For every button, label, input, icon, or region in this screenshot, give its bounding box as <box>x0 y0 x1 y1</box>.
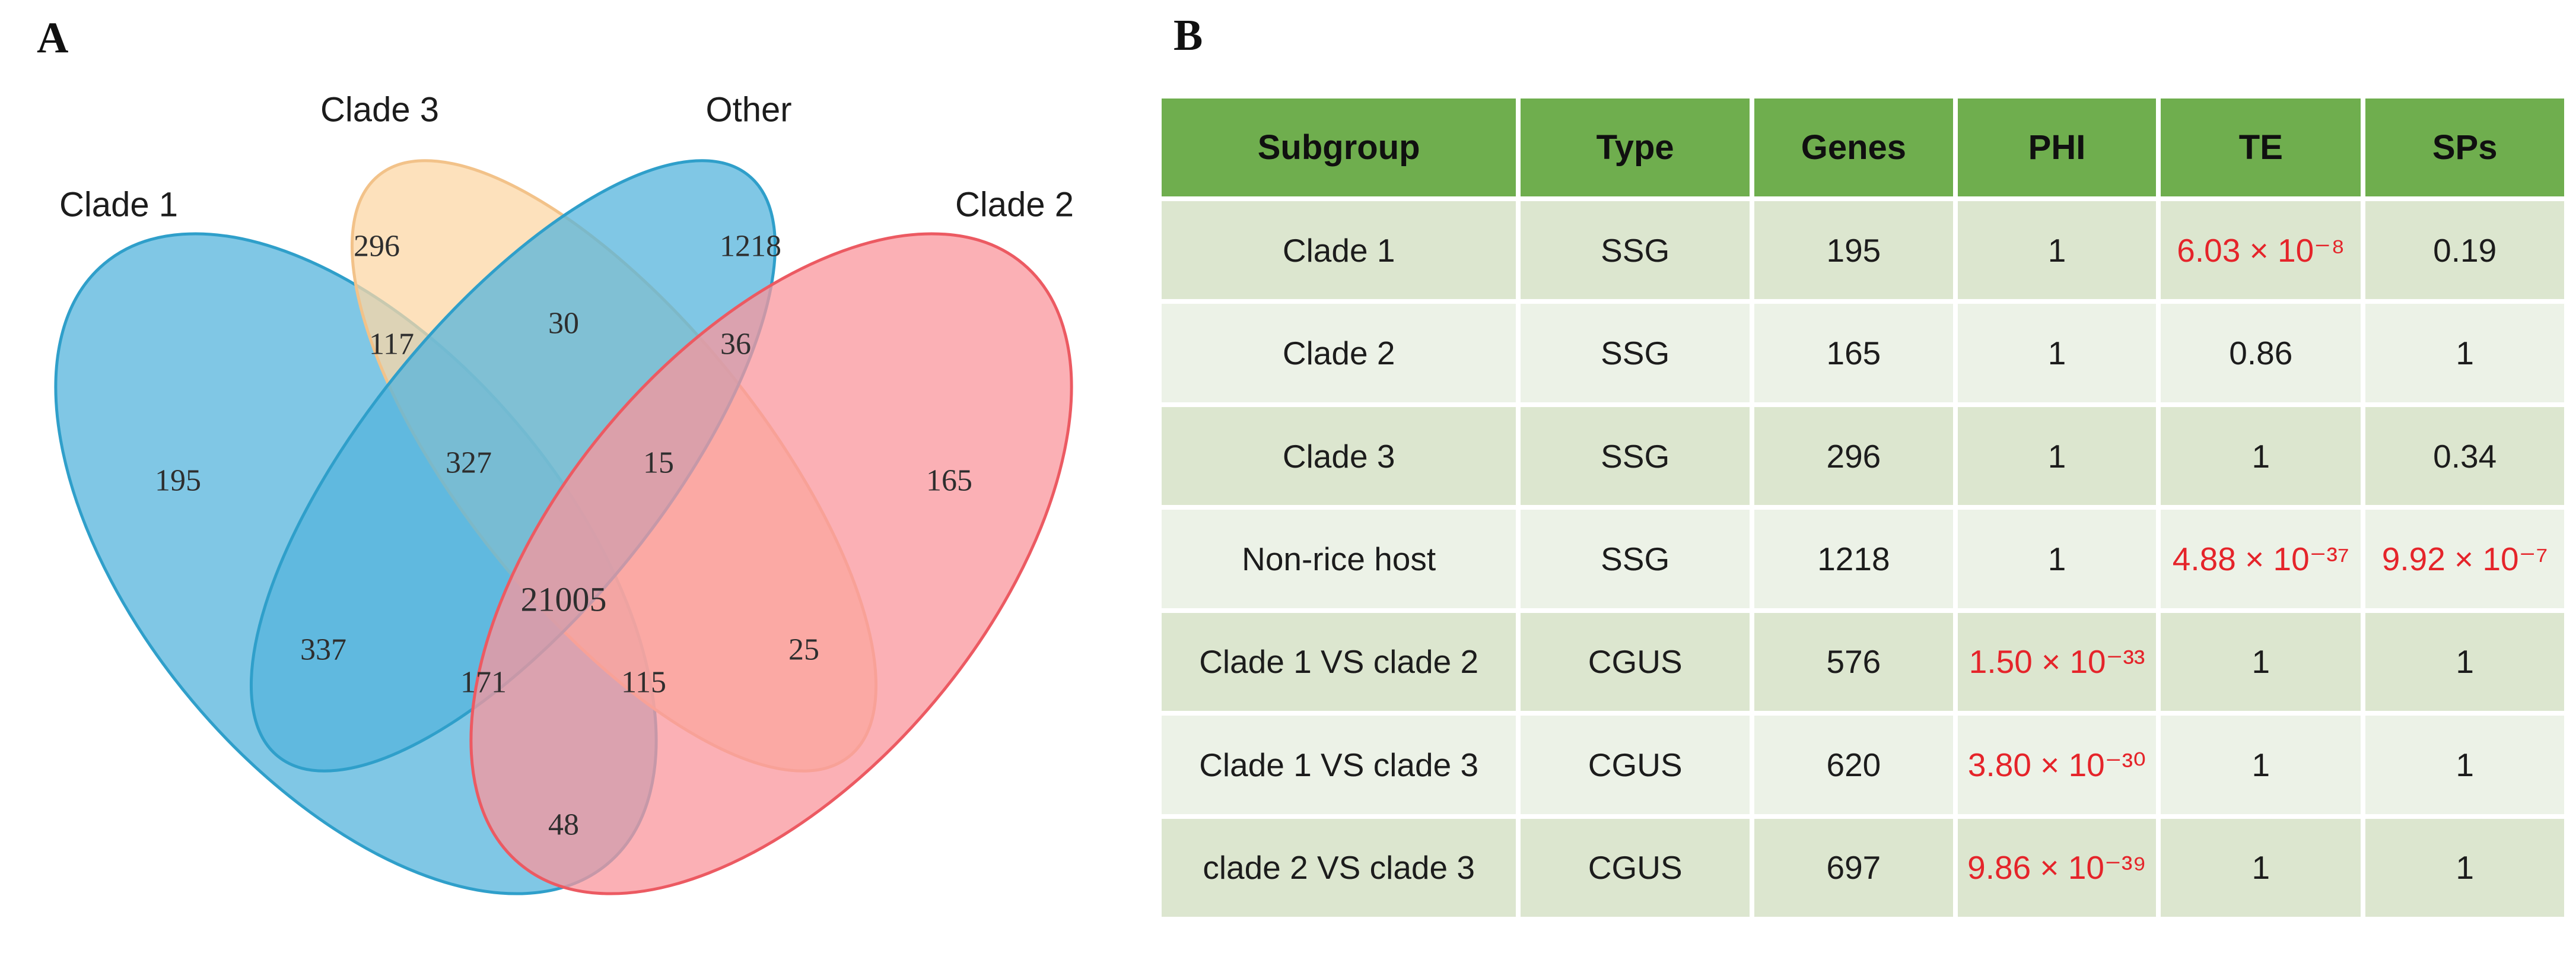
cell-phi: 1 <box>1957 406 2157 506</box>
table-row-clade2: Clade 2 SSG 165 1 0.86 1 <box>1162 304 2564 402</box>
cell-phi-significant: 3.80 × 10⁻³⁰ <box>1957 716 2157 814</box>
cell-sps: 1 <box>2365 304 2564 402</box>
cell-te-significant: 6.03 × 10⁻⁸ <box>2161 201 2361 300</box>
table-header: Subgroup Type Genes PHI TE SPs <box>1162 99 2564 196</box>
cell-type: CGUS <box>1521 818 1750 917</box>
table-row-clade1-vs-clade3: Clade 1 VS clade 3 CGUS 620 3.80 × 10⁻³⁰… <box>1162 716 2564 814</box>
cell-genes: 697 <box>1754 818 1953 917</box>
venn-set-label-clade2: Clade 2 <box>955 185 1074 224</box>
header-sps: SPs <box>2365 99 2564 196</box>
venn-count-clade1-clade3-other: 327 <box>446 446 492 480</box>
venn-ellipse-clade2 <box>469 232 1073 895</box>
venn-count-clade3-other-clade2: 15 <box>643 446 674 480</box>
cell-subgroup: Clade 1 <box>1162 201 1516 300</box>
venn-set-label-other: Other <box>705 90 792 129</box>
cell-sps: 1 <box>2365 818 2564 917</box>
cell-type: SSG <box>1521 510 1750 608</box>
table-row-clade1: Clade 1 SSG 195 1 6.03 × 10⁻⁸ 0.19 <box>1162 201 2564 300</box>
venn-count-clade1-only: 195 <box>155 463 201 498</box>
cell-genes: 576 <box>1754 612 1953 711</box>
cell-subgroup: Clade 1 VS clade 2 <box>1162 612 1516 711</box>
header-genes: Genes <box>1754 99 1953 196</box>
cell-te: 1 <box>2161 406 2361 506</box>
cell-subgroup: clade 2 VS clade 3 <box>1162 818 1516 917</box>
venn-count-clade1-clade3-clade2: 115 <box>621 665 667 700</box>
cell-type: SSG <box>1521 406 1750 506</box>
cell-phi: 1 <box>1957 510 2157 608</box>
cell-sps: 0.19 <box>2365 201 2564 300</box>
panel-b-letter: B <box>1173 11 1203 60</box>
venn-count-other-clade2: 36 <box>720 327 751 361</box>
cell-subgroup: Non-rice host <box>1162 510 1516 608</box>
cell-te: 0.86 <box>2161 304 2361 402</box>
table-row-clade2-vs-clade3: clade 2 VS clade 3 CGUS 697 9.86 × 10⁻³⁹… <box>1162 818 2564 917</box>
cell-type: CGUS <box>1521 716 1750 814</box>
venn-count-other-only: 1218 <box>720 229 781 263</box>
table-header-row: Subgroup Type Genes PHI TE SPs <box>1162 99 2564 196</box>
cell-sps-significant: 9.92 × 10⁻⁷ <box>2365 510 2564 608</box>
cell-phi-significant: 9.86 × 10⁻³⁹ <box>1957 818 2157 917</box>
venn-count-clade3-only: 296 <box>354 229 400 263</box>
cell-subgroup: Clade 2 <box>1162 304 1516 402</box>
cell-sps: 0.34 <box>2365 406 2564 506</box>
venn-set-label-clade1: Clade 1 <box>59 185 178 224</box>
venn-count-clade1-clade3: 117 <box>368 327 415 361</box>
cell-te-significant: 4.88 × 10⁻³⁷ <box>2161 510 2361 608</box>
header-phi: PHI <box>1957 99 2157 196</box>
cell-genes: 1218 <box>1754 510 1953 608</box>
table-row-non-rice-host: Non-rice host SSG 1218 1 4.88 × 10⁻³⁷ 9.… <box>1162 510 2564 608</box>
cell-phi: 1 <box>1957 304 2157 402</box>
cell-genes: 195 <box>1754 201 1953 300</box>
panel-b-table: B Subgroup Type Genes PHI TE SPs Clade 1 <box>1157 0 2576 969</box>
venn-count-clade3-other: 30 <box>548 306 579 341</box>
panel-a-letter: A <box>37 14 69 62</box>
cell-genes: 620 <box>1754 716 1953 814</box>
cell-type: CGUS <box>1521 612 1750 711</box>
venn-count-clade2-only: 165 <box>926 463 972 498</box>
cell-genes: 165 <box>1754 304 1953 402</box>
venn-set-label-clade3: Clade 3 <box>320 90 439 129</box>
venn-count-clade1-other-clade2: 171 <box>460 665 507 700</box>
cell-te: 1 <box>2161 818 2361 917</box>
venn-ellipses <box>54 159 1073 895</box>
cell-sps: 1 <box>2365 612 2564 711</box>
subgroup-stats-table: Subgroup Type Genes PHI TE SPs Clade 1 S… <box>1157 94 2569 922</box>
cell-phi-significant: 1.50 × 10⁻³³ <box>1957 612 2157 711</box>
cell-te: 1 <box>2161 716 2361 814</box>
venn-diagram: Clade 1 Clade 3 Other Clade 2 195 296 12… <box>0 0 1127 969</box>
cell-genes: 296 <box>1754 406 1953 506</box>
venn-count-clade3-clade2: 25 <box>788 633 819 667</box>
venn-count-clade1-clade2: 48 <box>548 808 579 842</box>
table-row-clade3: Clade 3 SSG 296 1 1 0.34 <box>1162 406 2564 506</box>
venn-count-all-four: 21005 <box>520 580 607 619</box>
cell-phi: 1 <box>1957 201 2157 300</box>
header-type: Type <box>1521 99 1750 196</box>
cell-type: SSG <box>1521 304 1750 402</box>
venn-count-clade1-other: 337 <box>300 633 346 667</box>
cell-sps: 1 <box>2365 716 2564 814</box>
header-te: TE <box>2161 99 2361 196</box>
panel-a-venn: A Clade 1 Clade 3 Other Clade 2 195 296 … <box>0 0 1145 969</box>
cell-type: SSG <box>1521 201 1750 300</box>
cell-subgroup: Clade 3 <box>1162 406 1516 506</box>
cell-te: 1 <box>2161 612 2361 711</box>
header-subgroup: Subgroup <box>1162 99 1516 196</box>
cell-subgroup: Clade 1 VS clade 3 <box>1162 716 1516 814</box>
table-row-clade1-vs-clade2: Clade 1 VS clade 2 CGUS 576 1.50 × 10⁻³³… <box>1162 612 2564 711</box>
table-body: Clade 1 SSG 195 1 6.03 × 10⁻⁸ 0.19 Clade… <box>1162 201 2564 917</box>
